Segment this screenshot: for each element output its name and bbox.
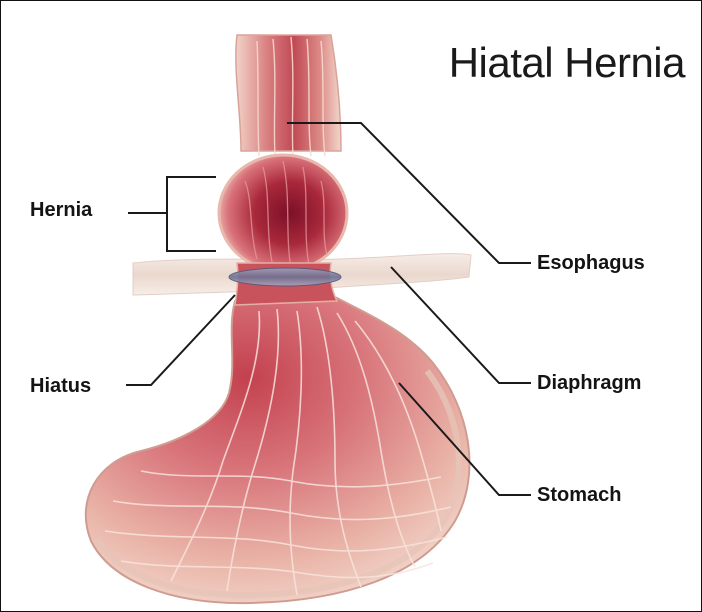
hiatus-ring (229, 268, 341, 286)
hernia-label: Hernia (30, 199, 92, 222)
page-title: Hiatal Hernia (449, 39, 685, 87)
hiatus-label: Hiatus (30, 375, 91, 398)
esophagus-label: Esophagus (537, 252, 645, 275)
hiatus-leader (126, 295, 235, 385)
stomach-label: Stomach (537, 484, 621, 507)
hernia-bulge (219, 155, 347, 271)
diaphragm-label: Diaphragm (537, 372, 641, 395)
hernia-bracket (128, 177, 216, 251)
esophagus-shape (236, 35, 341, 151)
